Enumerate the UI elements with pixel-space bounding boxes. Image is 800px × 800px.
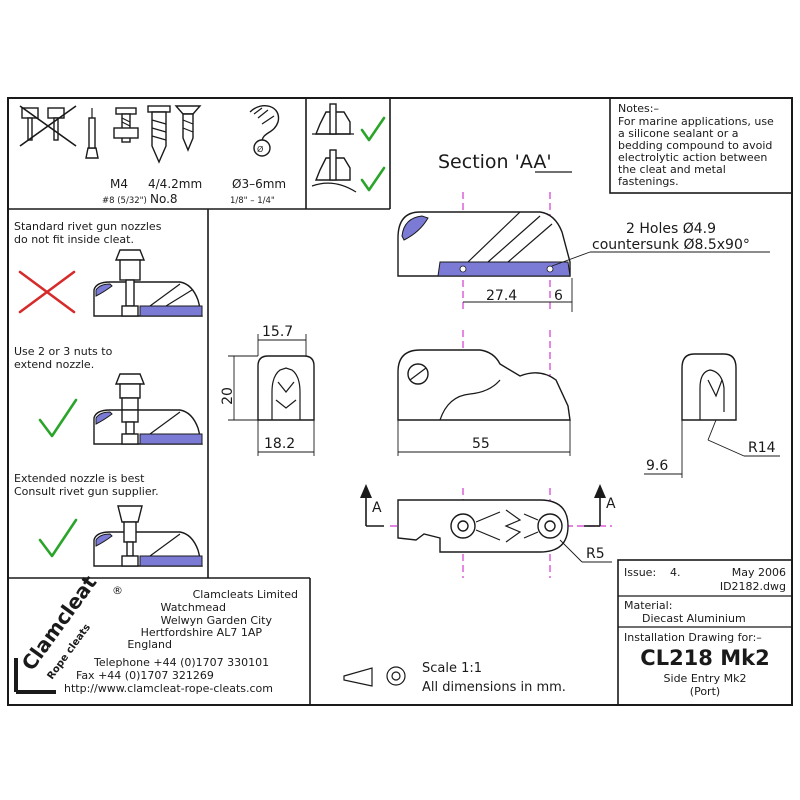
dim-r14: R14 [748, 440, 776, 456]
fax: Fax +44 (0)1707 321269 [76, 669, 214, 682]
section-mark-right: A [606, 496, 616, 512]
fastener-screw-no: No.8 [150, 192, 178, 206]
dwg-file: ID2182.dwg [720, 580, 786, 593]
panel3-line: Consult rivet gun supplier. [14, 485, 159, 498]
notes-line: the cleat and metal [618, 163, 726, 176]
notes-line: bedding compound to avoid [618, 139, 772, 152]
wood-screw-icon [147, 105, 171, 164]
dim-end-width-top: 15.7 [262, 324, 293, 340]
svg-text:Ø: Ø [257, 144, 263, 154]
r5-leader [559, 539, 583, 563]
address-line: Clamcleats Limited [193, 588, 298, 601]
drawing-for-label: Installation Drawing for:– [624, 631, 762, 644]
address-line: England [127, 638, 172, 651]
rope-icon: Ø [249, 104, 280, 157]
end-view [257, 355, 315, 421]
address-line: Welwyn Garden City [161, 614, 273, 627]
notes-line: fastenings. [618, 175, 679, 188]
model-number: CL218 Mk2 [640, 646, 769, 670]
plan-view [397, 499, 569, 553]
rivet-nozzle-extended [93, 505, 203, 567]
notes: Notes:– For marine applications, use a s… [618, 102, 774, 188]
holes-leader [551, 251, 591, 267]
panel3-line: Extended nozzle is best [14, 472, 145, 485]
cleat-profile-icon-2 [311, 149, 357, 193]
website: http://www.clamcleat-rope-cleats.com [64, 682, 273, 695]
scale: Scale 1:1 [422, 661, 482, 676]
drawing-frame [7, 97, 793, 706]
telephone: Telephone +44 (0)1707 330101 [93, 656, 269, 669]
material-value: Diecast Aluminium [642, 612, 746, 625]
notes-heading: Notes:– [618, 102, 659, 115]
fastener-rope-range-in: 1/8" – 1/4" [230, 196, 275, 206]
fastener-rivet-size: 4/4.2mm [148, 177, 202, 191]
fastener-m4: M4 [110, 177, 128, 191]
rivet-nozzle-nuts [93, 373, 203, 445]
section-mark-left: A [372, 500, 382, 516]
model-desc-1: Side Entry Mk2 [664, 672, 747, 685]
fastener-screw-size: #8 (5/32") [102, 196, 147, 206]
dim-r5: R5 [586, 546, 605, 562]
panel2-line: extend nozzle. [14, 358, 94, 371]
holes-spec-line1: 2 Holes Ø4.9 [626, 221, 716, 237]
section-arrow-icon [360, 484, 372, 498]
tick-icon [360, 166, 386, 192]
notes-line: a silicone sealant or a [618, 127, 738, 140]
dim-27-4: 27.4 [486, 288, 517, 304]
dim-end-height: 20 [220, 387, 236, 405]
section-profile [397, 211, 571, 277]
notes-line: electrolytic action between [618, 151, 767, 164]
side-view [397, 349, 571, 421]
tick-icon [38, 398, 78, 438]
panel1-line: Standard rivet gun nozzles [14, 220, 162, 233]
issue-label: Issue: [624, 566, 656, 579]
check-panel [311, 103, 386, 193]
crossed-out-fastener-icon [19, 105, 77, 147]
tick-icon [360, 116, 386, 142]
panel2-line: Use 2 or 3 nuts to [14, 345, 113, 358]
cross-icon [18, 270, 76, 314]
section-arrow-icon [594, 484, 606, 498]
model-desc-2: (Port) [690, 685, 720, 698]
notes-box [609, 97, 793, 194]
dim-side-length: 55 [472, 436, 490, 452]
issue-value: 4. [670, 566, 681, 579]
notes-line: For marine applications, use [618, 115, 774, 128]
rivet-icon [85, 108, 99, 159]
panel1-line: do not fit inside cleat. [14, 233, 134, 246]
rivet-nozzle-standard [93, 249, 203, 317]
units-note: All dimensions in mm. [422, 680, 566, 695]
address-line: Watchmead [161, 601, 226, 614]
section-title: Section 'AA' [438, 151, 552, 173]
fastener-icons: Ø [19, 104, 280, 164]
r14-leader [707, 419, 717, 441]
cleat-profile-icon-1 [312, 103, 354, 135]
bolt-and-nut-icon [113, 107, 139, 143]
dim-end-width-bottom: 18.2 [264, 436, 295, 452]
dim-6: 6 [554, 288, 563, 304]
tick-icon [38, 518, 78, 558]
dim-9-6: 9.6 [646, 458, 668, 474]
countersunk-screw-icon [174, 105, 202, 152]
right-end-view [681, 353, 737, 421]
issue-date: May 2006 [732, 566, 786, 579]
projection-symbol-icon [343, 666, 406, 687]
address-line: Hertfordshire AL7 1AP [141, 626, 263, 639]
registered-mark: ® [112, 584, 123, 597]
holes-spec-line2: countersunk Ø8.5x90° [592, 237, 750, 253]
title-block [617, 559, 793, 706]
r14-leader [707, 439, 745, 457]
fastener-rope-range: Ø3–6mm [232, 177, 286, 191]
material-label: Material: [624, 599, 672, 612]
